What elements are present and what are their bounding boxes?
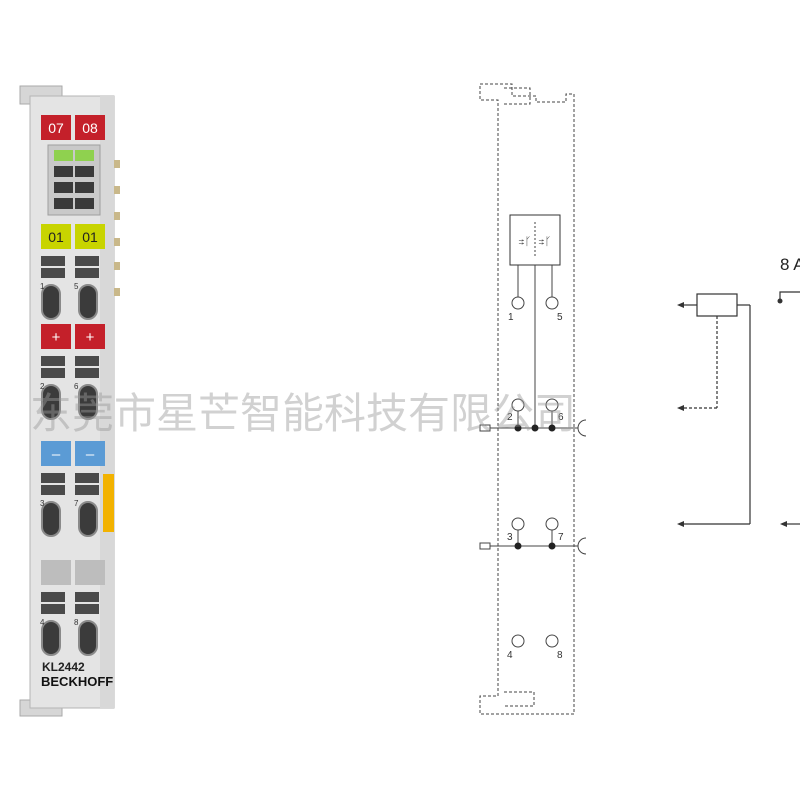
watermark-text: 东莞市星芒智能科技有限公司 [30, 389, 576, 438]
label-box-08 [75, 115, 105, 140]
wire-entry [78, 620, 98, 656]
node-7 [545, 517, 559, 531]
row-number: 6 [74, 382, 79, 391]
brand-logo: BECKHOFF [41, 674, 113, 689]
node-label-6: 6 [558, 412, 564, 423]
row-number: 5 [74, 282, 79, 291]
node-label-3: 3 [507, 532, 513, 543]
arrow-left-icon [677, 521, 684, 527]
wire-entry [41, 384, 61, 420]
plus-label-2: + [86, 329, 95, 346]
dashed-top-detail [504, 87, 531, 105]
channel-box-2 [75, 224, 105, 249]
transistor-symbol-icon: ⇉ᚴ [518, 236, 531, 248]
current-rating-label: 8 A [780, 255, 800, 274]
dashed-bottom-detail [504, 691, 535, 707]
side-contact [114, 160, 120, 168]
side-contact [114, 262, 120, 270]
arrow-left-icon [677, 405, 684, 411]
node-label-7: 7 [558, 532, 564, 543]
side-contact [114, 212, 120, 220]
wire-entry [78, 501, 98, 537]
node-label-8: 8 [557, 650, 563, 661]
junction-dot [777, 298, 783, 304]
junction-dot [514, 542, 522, 550]
bus-contact-right [577, 419, 587, 437]
junction-dot [548, 424, 556, 432]
terminal-row-3-7: 3 7 [40, 473, 99, 537]
signal-flow-diagram [677, 291, 800, 527]
bus-contact-right [577, 537, 587, 555]
bus-contact-left [479, 542, 491, 550]
side-contact [114, 238, 120, 246]
label-07: 07 [48, 120, 64, 136]
minus-label-2: – [86, 446, 95, 463]
row-number: 3 [40, 499, 45, 508]
minus-box-2 [75, 441, 105, 466]
plus-box-1 [41, 324, 71, 349]
node-3 [511, 517, 525, 531]
channel-label-1: 01 [48, 229, 64, 245]
bus-contact-left [479, 424, 491, 432]
node-label-4: 4 [507, 650, 513, 661]
blank-label-2 [75, 560, 105, 585]
row-number: 2 [40, 382, 45, 391]
arrow-left-icon [677, 302, 684, 308]
side-contact [114, 186, 120, 194]
driver-block [696, 293, 738, 317]
wire-entry [78, 284, 98, 320]
plus-box-2 [75, 324, 105, 349]
label-box-07 [41, 115, 71, 140]
node-5 [545, 296, 559, 310]
terminal-row-2-6: 2 6 [40, 356, 99, 420]
node-label-1: 1 [508, 312, 514, 323]
wire-entry [41, 620, 61, 656]
row-number: 7 [74, 499, 79, 508]
minus-label-1: – [52, 446, 61, 463]
transistor-symbol-icon: ⇉ᚴ [538, 236, 551, 248]
row-number: 1 [40, 282, 45, 291]
label-08: 08 [82, 120, 98, 136]
model-number: KL2442 [42, 660, 85, 674]
terminal-row-1-5: 1 5 [40, 256, 99, 320]
wire-entry [78, 384, 98, 420]
plus-label-1: + [52, 329, 61, 346]
side-contact [114, 288, 120, 296]
schematic-node-labels: 1 5 2 6 3 7 4 8 [507, 312, 564, 661]
channel-label-2: 01 [82, 229, 98, 245]
junction-dot [514, 424, 522, 432]
blank-label-1 [41, 560, 71, 585]
arrow-left-icon [780, 521, 787, 527]
node-8 [545, 634, 559, 648]
right-edge-wire [779, 291, 800, 300]
row-number: 4 [40, 618, 45, 627]
node-4 [511, 634, 525, 648]
row-number: 8 [74, 618, 79, 627]
node-label-5: 5 [557, 312, 563, 323]
wire-entry [41, 284, 61, 320]
dashed-housing-outline [479, 83, 575, 715]
junction-dot [531, 424, 539, 432]
terminal-schematic: ⇉ᚴ ⇉ᚴ [479, 83, 587, 715]
node-label-2: 2 [507, 412, 513, 423]
junction-dot [548, 542, 556, 550]
channel-box-1 [41, 224, 71, 249]
orange-release-tab [103, 474, 114, 532]
terminal-row-4-8: 4 8 [40, 592, 99, 656]
wire-entry [41, 501, 61, 537]
bus-terminal-module: 07 08 01 01 1 5 + + [19, 85, 120, 717]
node-1 [511, 296, 525, 310]
minus-box-1 [41, 441, 71, 466]
